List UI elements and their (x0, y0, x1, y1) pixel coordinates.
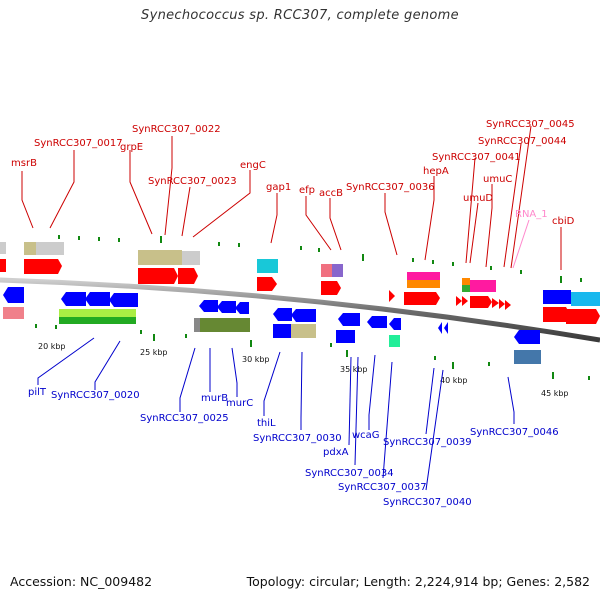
gene-label-wcaG: wcaG (352, 430, 380, 441)
gene-label-umuD: umuD (463, 193, 493, 204)
gene-label-SynRCC307_0041: SynRCC307_0041 (432, 152, 521, 163)
kbp-label: 40 kbp (440, 376, 468, 385)
bottom-leaders (37, 337, 515, 491)
gene-label-pdxA: pdxA (323, 447, 349, 458)
gene-label-pilT: pilT (28, 387, 47, 398)
gene-label-SynRCC307_0040: SynRCC307_0040 (383, 497, 472, 508)
gene-label-SynRCC307_0017: SynRCC307_0017 (34, 138, 123, 149)
rna-leader-line (512, 219, 530, 269)
gene-label-murC: murC (226, 398, 253, 409)
gene-label-SynRCC307_0046: SynRCC307_0046 (470, 427, 559, 438)
gene-label-murB: murB (201, 393, 228, 404)
kbp-label: 30 kbp (242, 355, 270, 364)
gene-label-SynRCC307_0034: SynRCC307_0034 (305, 468, 394, 479)
gene-label-thiL: thiL (257, 418, 276, 429)
kbp-label: 45 kbp (541, 389, 569, 398)
accession-text: Accession: NC_009482 (10, 574, 153, 589)
kbp-label: 20 kbp (38, 342, 66, 351)
gene-label-engC: engC (240, 160, 266, 171)
map-title: Synechococcus sp. RCC307, complete genom… (141, 8, 459, 23)
gene-label-SynRCC307_0022: SynRCC307_0022 (132, 124, 221, 135)
gene-label-umuC: umuC (483, 174, 512, 185)
genome-backbone (0, 277, 600, 343)
gene-label-SynRCC307_0039: SynRCC307_0039 (383, 437, 472, 448)
gene-label-RNA_1: RNA_1 (515, 209, 548, 220)
top-leaders (21, 125, 562, 270)
gene-label-accB: accB (319, 188, 343, 199)
gene-label-efp: efp (299, 185, 315, 196)
gene-label-SynRCC307_0030: SynRCC307_0030 (253, 433, 342, 444)
gene-label-SynRCC307_0025: SynRCC307_0025 (140, 413, 229, 424)
gene-label-cbiD: cbiD (552, 216, 575, 227)
kbp-label: 25 kbp (140, 348, 168, 357)
gene-label-SynRCC307_0020: SynRCC307_0020 (51, 390, 140, 401)
reverse-features (3, 287, 541, 364)
gene-label-msrB: msrB (11, 158, 37, 169)
gene-label-SynRCC307_0045: SynRCC307_0045 (486, 119, 575, 130)
tick-marks (35, 235, 590, 380)
gene-label-hepA: hepA (423, 166, 449, 177)
kbp-label: 35 kbp (340, 365, 368, 374)
gene-label-SynRCC307_0036: SynRCC307_0036 (346, 182, 435, 193)
genome-summary-text: Topology: circular; Length: 2,224,914 bp… (246, 574, 590, 589)
gene-label-SynRCC307_0037: SynRCC307_0037 (338, 482, 427, 493)
gene-label-SynRCC307_0044: SynRCC307_0044 (478, 136, 567, 147)
gene-label-gap1: gap1 (266, 182, 291, 193)
gene-label-SynRCC307_0023: SynRCC307_0023 (148, 176, 237, 187)
gene-label-grpE: grpE (120, 142, 143, 153)
forward-features (0, 242, 600, 324)
